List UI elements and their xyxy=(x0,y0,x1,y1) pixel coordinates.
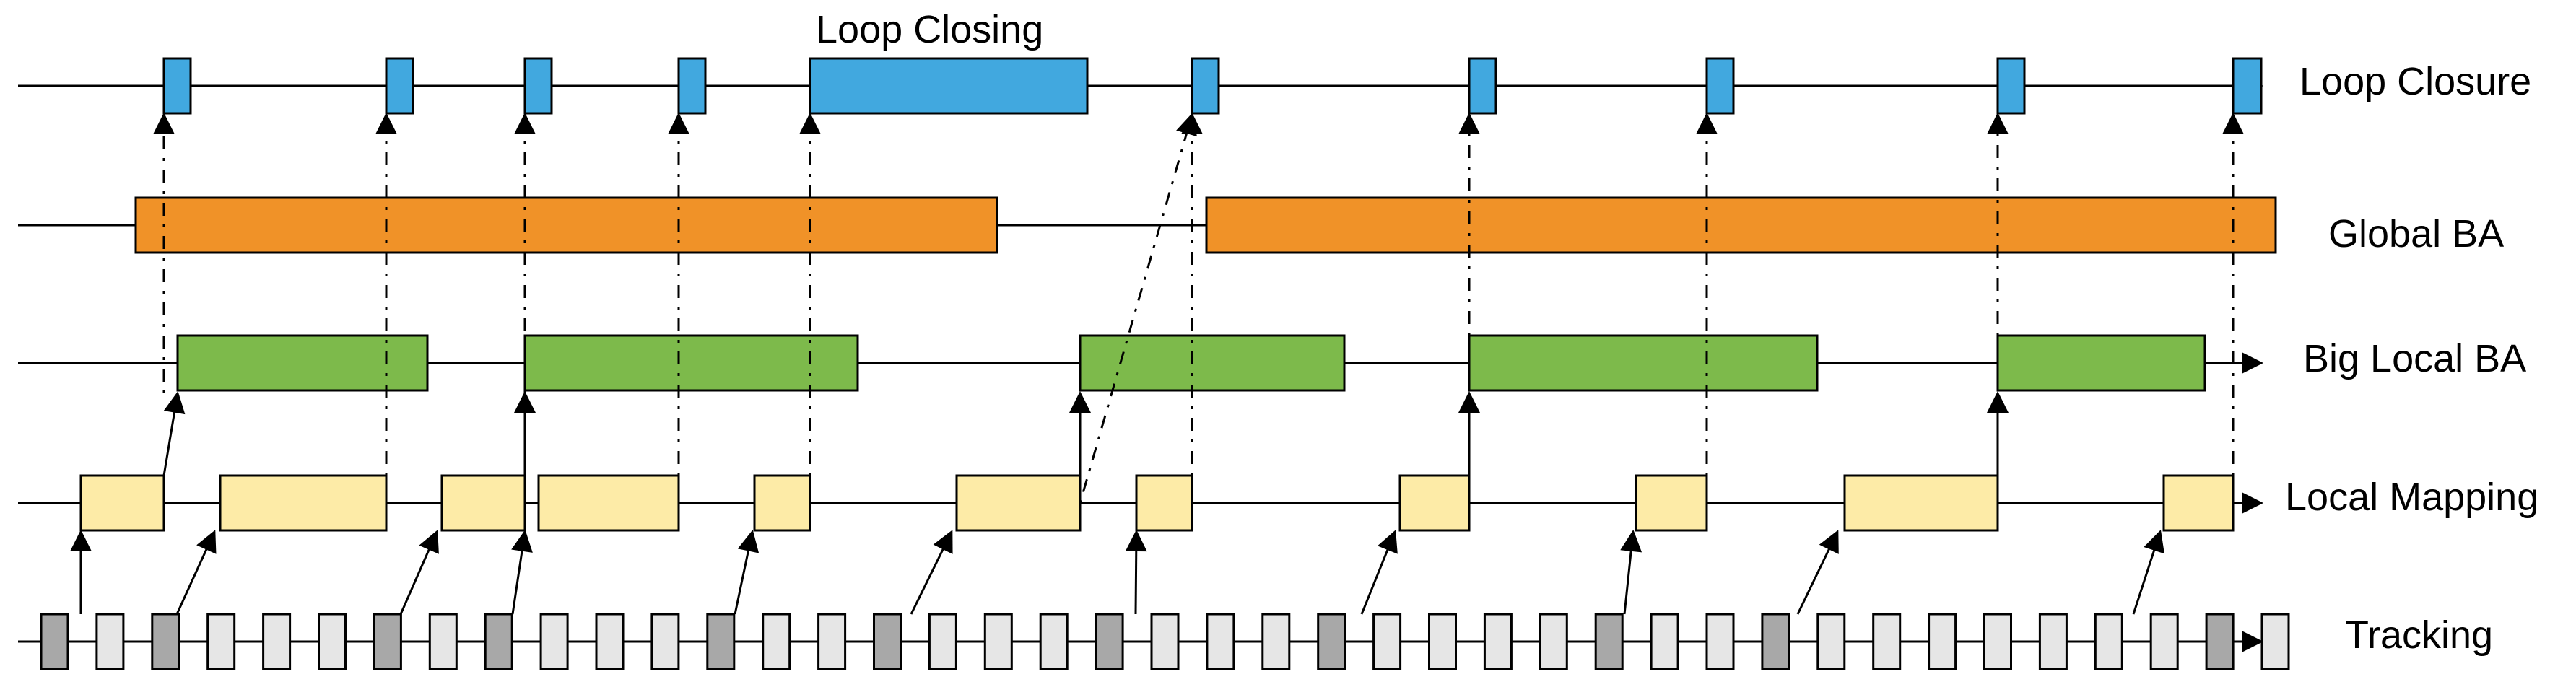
big-local-ba-block xyxy=(1468,334,1819,392)
tracking-keyframe xyxy=(151,613,180,670)
loop-closure-block xyxy=(162,57,192,115)
mapping-to-ba-arrow xyxy=(162,391,186,476)
tracking-to-mapping-arrow xyxy=(175,530,217,615)
local-mapping-block xyxy=(1635,474,1708,532)
tracking-frame xyxy=(817,613,847,670)
tracking-to-mapping-arrow xyxy=(734,530,760,615)
tracking-frame xyxy=(928,613,957,670)
lane-bars xyxy=(40,57,2290,670)
tracking-frame xyxy=(1872,613,1902,670)
local-mapping-block xyxy=(1135,474,1193,532)
local-mapping-block xyxy=(955,474,1082,532)
tracking-frame xyxy=(983,613,1013,670)
tracking-frame xyxy=(650,613,680,670)
tracking-frame xyxy=(539,613,569,670)
local-mapping-block xyxy=(219,474,388,532)
dependency-arrows xyxy=(70,113,2244,615)
tracking-frame xyxy=(1150,613,1180,670)
loop-closure-block xyxy=(809,57,1089,115)
lane-label-tracking: Tracking xyxy=(2345,613,2494,657)
big-local-ba-block xyxy=(1996,334,2206,392)
diagonal-to-loop-closure-arrow xyxy=(1079,113,1197,504)
big-local-ba-block xyxy=(1079,334,1346,392)
tracking-to-mapping-arrow xyxy=(399,530,439,615)
lane-label-global-ba: Global BA xyxy=(2328,212,2505,255)
tracking-frame xyxy=(595,613,625,670)
tracking-frame xyxy=(1428,613,1457,670)
tracking-to-mapping-arrow xyxy=(2132,530,2164,615)
local-mapping-block xyxy=(1843,474,1999,532)
tracking-frame xyxy=(1372,613,1402,670)
tracking-frame xyxy=(1928,613,1957,670)
tracking-keyframe xyxy=(1317,613,1346,670)
lane-label-big-local-ba: Big Local BA xyxy=(2303,337,2527,380)
tracking-keyframe xyxy=(1095,613,1124,670)
tracking-keyframe xyxy=(40,613,69,670)
tracking-frame xyxy=(206,613,236,670)
tracking-to-mapping-arrow xyxy=(1620,530,1642,615)
tracking-frame xyxy=(2038,613,2068,670)
tracking-frame xyxy=(1206,613,1235,670)
big-local-ba-block xyxy=(176,334,429,392)
tracking-keyframe xyxy=(1594,613,1624,670)
global-ba-block xyxy=(1205,196,2277,254)
tracking-keyframe xyxy=(1761,613,1790,670)
tracking-keyframe xyxy=(2205,613,2235,670)
tracking-frame xyxy=(1483,613,1513,670)
tracking-frame xyxy=(1039,613,1069,670)
loop-closure-block xyxy=(1996,57,2026,115)
lane-label-local-mapping: Local Mapping xyxy=(2285,476,2539,519)
tracking-frame xyxy=(318,613,347,670)
tracking-keyframe xyxy=(706,613,736,670)
tracking-frame xyxy=(1705,613,1735,670)
local-mapping-block xyxy=(753,474,811,532)
tracking-to-mapping-arrow xyxy=(910,530,953,615)
tracking-frame xyxy=(1816,613,1846,670)
global-ba-block xyxy=(134,196,998,254)
tracking-frame xyxy=(1261,613,1291,670)
tracking-frame xyxy=(95,613,125,670)
tracking-frame xyxy=(2094,613,2123,670)
local-mapping-block xyxy=(440,474,526,532)
tracking-frame xyxy=(1983,613,2012,670)
lane-label-loop-closure: Loop Closure xyxy=(2299,60,2532,103)
tracking-frame xyxy=(2260,613,2290,670)
tracking-frame xyxy=(262,613,292,670)
tracking-keyframe xyxy=(373,613,402,670)
tracking-frame xyxy=(2149,613,2179,670)
local-mapping-block xyxy=(2162,474,2235,532)
local-mapping-block xyxy=(79,474,165,532)
local-mapping-block xyxy=(537,474,680,532)
loop-closure-block xyxy=(1705,57,1735,115)
loop-closure-block xyxy=(677,57,707,115)
loop-closure-block xyxy=(2232,57,2263,115)
tracking-frame xyxy=(1650,613,1679,670)
tracking-to-mapping-arrow xyxy=(1796,530,1839,615)
tracking-to-mapping-arrow xyxy=(511,530,533,615)
tracking-keyframe xyxy=(873,613,902,670)
tracking-keyframe xyxy=(484,613,513,670)
loop-closure-block xyxy=(523,57,553,115)
tracking-frame xyxy=(1539,613,1568,670)
loop-closure-block xyxy=(1468,57,1497,115)
tracking-frame xyxy=(762,613,791,670)
tracking-to-mapping-arrow xyxy=(1360,530,1398,615)
local-mapping-block xyxy=(1398,474,1471,532)
tracking-frame xyxy=(428,613,458,670)
big-local-ba-block xyxy=(523,334,859,392)
loop-closing-annotation: Loop Closing xyxy=(816,8,1044,51)
loop-closure-block xyxy=(1191,57,1220,115)
loop-closure-block xyxy=(385,57,414,115)
